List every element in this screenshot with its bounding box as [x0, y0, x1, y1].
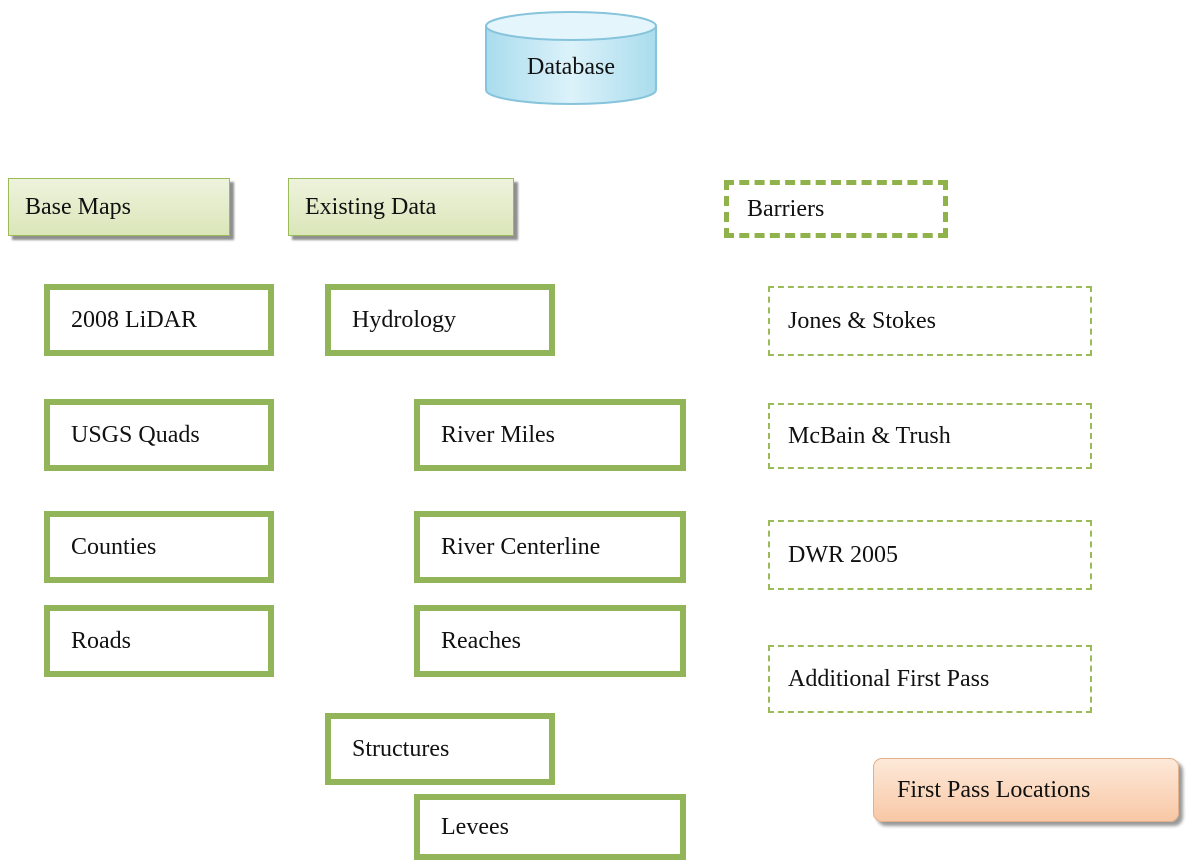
barrier-source-item: Additional First Pass: [768, 645, 1092, 713]
base-map-item: Counties: [44, 511, 274, 583]
base-maps-category: Base Maps: [8, 178, 230, 236]
hydrology-child-item: River Centerline: [414, 511, 686, 583]
existing-data-label: Existing Data: [305, 193, 437, 220]
database-node: Database: [484, 8, 658, 106]
base-map-item: USGS Quads: [44, 399, 274, 471]
barriers-label: Barriers: [747, 195, 825, 222]
hydrology-child-item: Reaches: [414, 605, 686, 677]
barriers-category: Barriers: [724, 180, 948, 238]
hydrology-child-item: River Miles: [414, 399, 686, 471]
database-cylinder-icon: [485, 11, 657, 105]
barrier-source-item: McBain & Trush: [768, 403, 1092, 469]
base-map-item: 2008 LiDAR: [44, 284, 274, 356]
base-maps-label: Base Maps: [25, 193, 131, 220]
barrier-source-item: DWR 2005: [768, 520, 1092, 590]
existing-data-category: Existing Data: [288, 178, 514, 236]
structures-child-item: Levees: [414, 794, 686, 860]
hydrology-node: Hydrology: [325, 284, 555, 356]
first-pass-locations-node: First Pass Locations: [873, 758, 1179, 822]
base-map-item: Roads: [44, 605, 274, 677]
database-label: Database: [527, 54, 615, 80]
barrier-source-item: Jones & Stokes: [768, 286, 1092, 356]
structures-node: Structures: [325, 713, 555, 785]
